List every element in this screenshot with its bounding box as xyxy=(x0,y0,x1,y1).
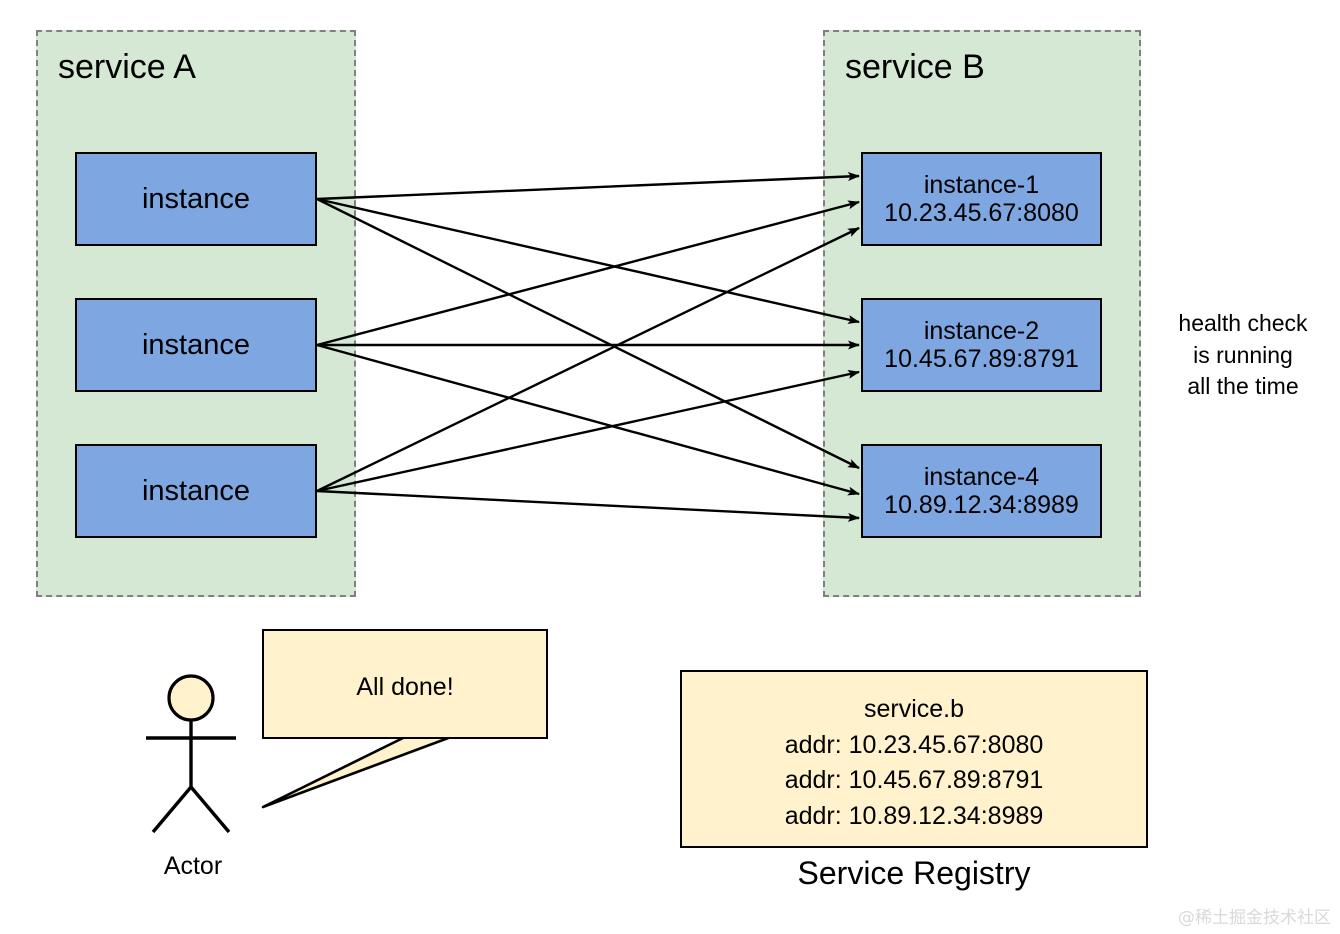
service-b-title: service B xyxy=(845,48,985,86)
service-a-title: service A xyxy=(58,48,196,86)
speech-bubble: All done! xyxy=(262,629,548,739)
health-check-note: health check is running all the time xyxy=(1150,308,1336,403)
instance-name: instance-2 xyxy=(923,317,1040,345)
instance-box[interactable]: instance xyxy=(75,152,317,246)
instance-box[interactable]: instance-4 10.89.12.34:8989 xyxy=(861,444,1102,538)
actor-leg-left xyxy=(151,785,193,834)
instance-address: 10.89.12.34:8989 xyxy=(884,491,1079,519)
health-check-line-2: is running xyxy=(1193,341,1293,368)
registry-address: addr: 10.23.45.67:8080 xyxy=(784,730,1044,759)
registry-service-name: service.b xyxy=(863,695,965,723)
instance-address: 10.45.67.89:8791 xyxy=(884,345,1079,373)
service-registry-box: service.b addr: 10.23.45.67:8080 addr: 1… xyxy=(680,670,1148,848)
instance-box[interactable]: instance-1 10.23.45.67:8080 xyxy=(861,152,1102,246)
instance-name: instance xyxy=(141,328,250,361)
actor-leg-right xyxy=(189,785,231,834)
registry-address: addr: 10.45.67.89:8791 xyxy=(784,766,1044,794)
health-check-line-3: all the time xyxy=(1187,373,1299,400)
service-registry-entries: service.b addr: 10.23.45.67:8080 addr: 1… xyxy=(682,692,1146,834)
speech-bubble-text: All done! xyxy=(356,673,454,701)
instance-box[interactable]: instance xyxy=(75,298,317,392)
registry-address: addr: 10.89.12.34:8989 xyxy=(784,801,1044,830)
actor-head-icon xyxy=(167,674,215,722)
instance-name: instance xyxy=(141,182,250,215)
actor-figure[interactable] xyxy=(128,666,258,846)
instance-box[interactable]: instance xyxy=(75,444,317,538)
actor-label: Actor xyxy=(163,852,223,880)
instance-name: instance-1 xyxy=(923,171,1040,199)
health-check-line-1: health check xyxy=(1178,310,1308,336)
instance-name: instance-4 xyxy=(923,463,1040,491)
watermark: @稀土掘金技术社区 xyxy=(1178,908,1331,928)
instance-name: instance xyxy=(141,474,250,507)
service-registry-caption: Service Registry xyxy=(797,855,1031,891)
instance-box[interactable]: instance-2 10.45.67.89:8791 xyxy=(861,298,1102,392)
instance-address: 10.23.45.67:8080 xyxy=(884,199,1079,227)
